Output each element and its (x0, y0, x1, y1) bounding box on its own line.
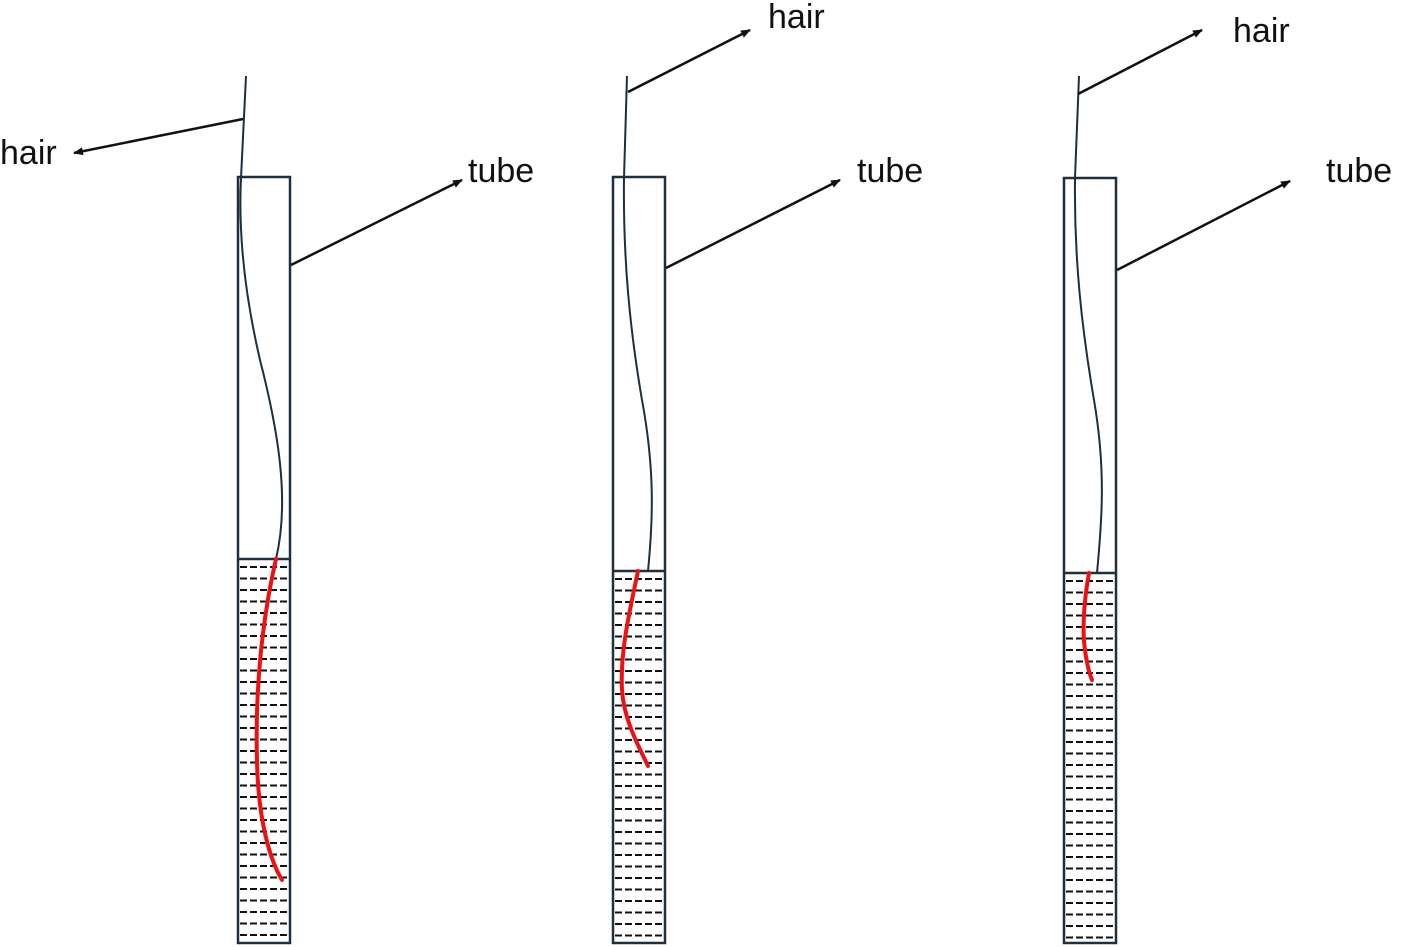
panel-2: hair tube (611, 0, 923, 945)
submerged-hair (619, 569, 650, 768)
hair-label: hair (1233, 12, 1290, 50)
tube-body (1062, 176, 1118, 945)
hair-pointer-line (1077, 28, 1203, 96)
hair-pointer-line (73, 117, 244, 156)
hair-pointer-line (627, 28, 751, 94)
tube-label: tube (1326, 152, 1392, 190)
tube-body (611, 175, 667, 945)
liquid-region (1064, 571, 1116, 939)
tube-label: tube (857, 152, 923, 190)
tube-pointer-line (290, 178, 463, 267)
tube-label: tube (468, 152, 534, 190)
hair-strand (1073, 75, 1103, 574)
hair-label: hair (0, 134, 57, 172)
submerged-hair (254, 557, 284, 882)
tube-pointer-line (665, 178, 841, 270)
panel-3: hair tube (1062, 12, 1392, 945)
hair-label: hair (768, 0, 825, 36)
hair-strand (239, 75, 284, 560)
panel-1: hair tube (0, 75, 534, 945)
submerged-hair (1081, 571, 1094, 682)
liquid-region (613, 569, 665, 937)
hair-strand (622, 75, 653, 572)
tube-pointer-line (1116, 179, 1291, 272)
